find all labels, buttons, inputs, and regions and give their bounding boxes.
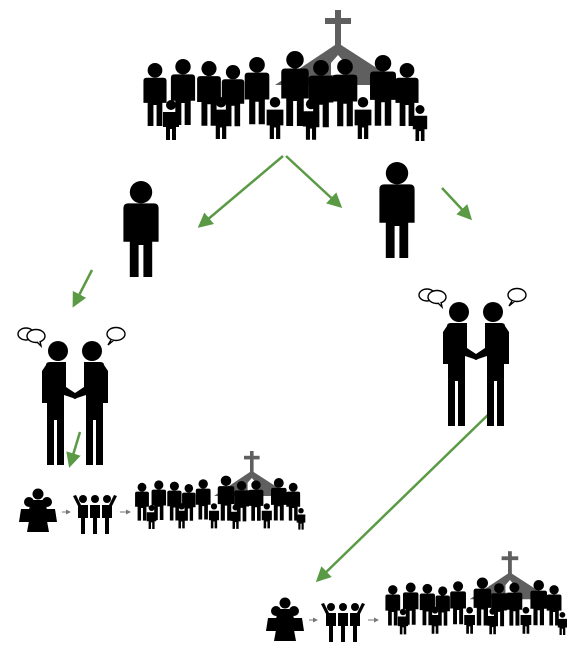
left-person [123, 181, 159, 277]
arrow-to-left-conversation [72, 269, 94, 308]
person-icon [379, 162, 415, 258]
conversation-icon [418, 287, 527, 427]
left-conversation [17, 326, 126, 466]
arrow-to-left-outcome [66, 431, 82, 468]
hands-up-group-icon [73, 495, 117, 534]
people-group-icon [266, 597, 304, 641]
right-conversation [418, 287, 527, 427]
left-outcome [19, 451, 305, 534]
arrow-to-right-conversation [441, 187, 473, 221]
people-group-icon [19, 488, 57, 532]
arrow-to-right-person [285, 155, 343, 209]
person-icon [123, 181, 159, 277]
arrow-to-right-outcome [315, 409, 494, 583]
top-congregation [143, 10, 427, 141]
arrow-to-left-person [197, 155, 284, 228]
hands-up-group-icon [321, 603, 365, 642]
right-outcome [266, 551, 567, 642]
right-person [379, 162, 415, 258]
flow-arrows [66, 155, 494, 583]
conversation-icon [17, 326, 126, 466]
